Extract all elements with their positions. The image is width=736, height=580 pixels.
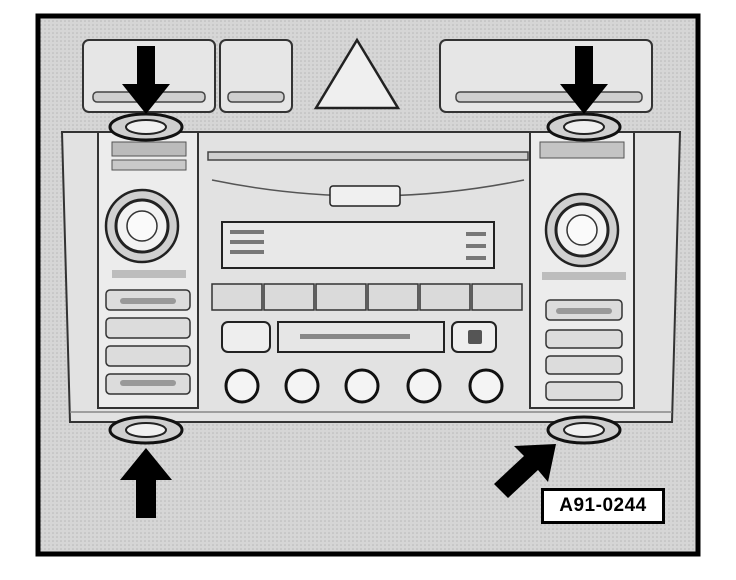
- release-tool-rings: [108, 112, 622, 445]
- center-section: [207, 151, 529, 404]
- diagonal-arrow-icon: [494, 444, 556, 498]
- right-control-column: [529, 131, 635, 409]
- radio-unit: [60, 131, 682, 423]
- volume-knob-icon: [104, 188, 180, 264]
- up-arrow-icon: [120, 448, 172, 518]
- eject-button: [329, 185, 401, 207]
- cd-slot: [207, 151, 529, 161]
- display-window: [221, 221, 495, 269]
- down-arrow-icon: [122, 46, 170, 114]
- down-arrow-icon: [560, 46, 608, 114]
- hazard-triangle-icon: [313, 37, 401, 110]
- left-control-column: [97, 131, 199, 409]
- tuning-knob-icon: [544, 192, 620, 268]
- figure-reference-label: A91-0244: [541, 488, 665, 524]
- preset-buttons: [211, 283, 523, 311]
- left-function-button: [221, 321, 271, 353]
- rotary-controls: [224, 368, 504, 404]
